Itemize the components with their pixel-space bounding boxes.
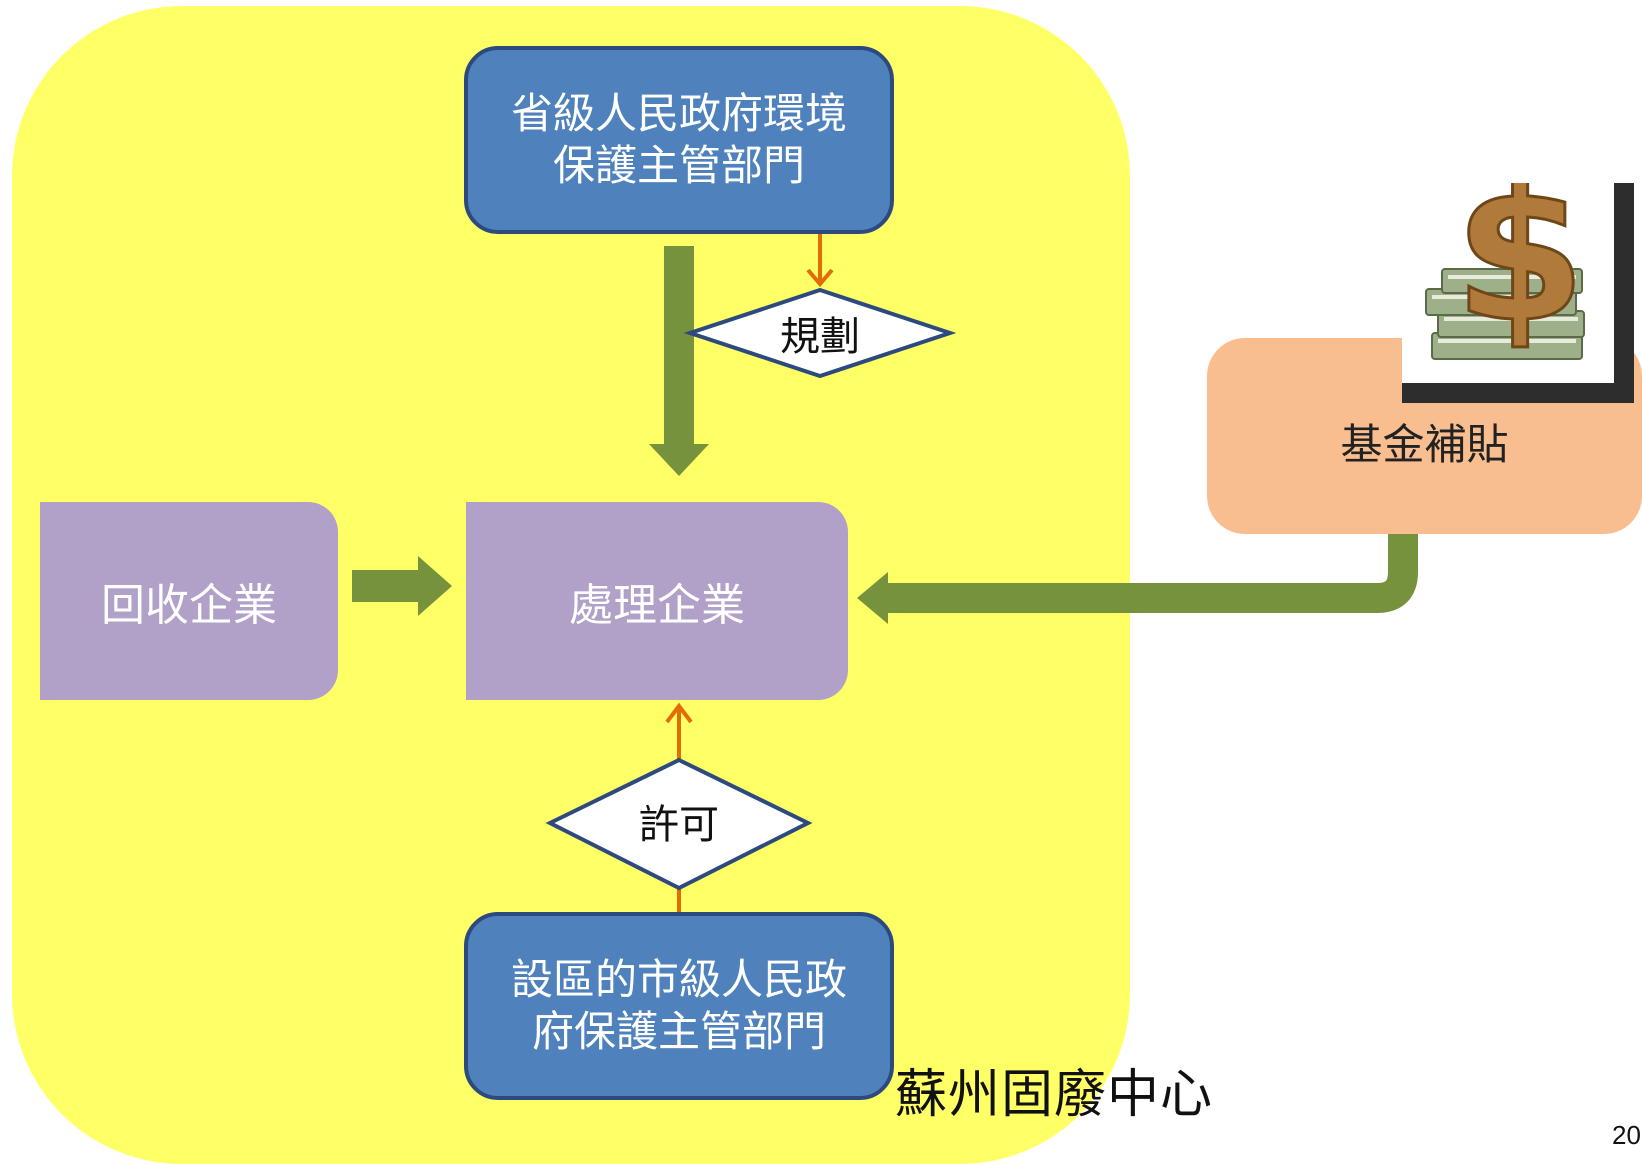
city-dept-box: 設區的市級人民政 府保護主管部門 [464, 912, 894, 1100]
dollar-money-icon: $ [1425, 142, 1588, 366]
provincial-dept-line1: 省級人民政府環境 [510, 89, 847, 138]
page-number: 20 [1612, 1120, 1641, 1150]
processing-enterprise-box: 處理企業 [466, 502, 848, 700]
city-dept-line2: 府保護主管部門 [531, 1007, 826, 1056]
permit-diamond [545, 757, 813, 891]
fund-subsidy-label: 基金補貼 [1340, 420, 1509, 469]
provincial-dept-line2: 保護主管部門 [552, 141, 805, 190]
money-image-frame: $ [1402, 142, 1634, 403]
green-arrow-down [649, 246, 709, 476]
green-arrow-right [352, 556, 452, 616]
processing-enterprise-label: 處理企業 [569, 580, 745, 631]
planning-diamond [683, 287, 957, 379]
green-arrow-from-fund [857, 532, 1418, 624]
orange-arrow-to-processing [665, 702, 693, 912]
recycling-enterprise-box: 回收企業 [40, 502, 338, 700]
orange-arrow-to-planning [806, 232, 834, 288]
permit-label: 許可 [639, 802, 719, 848]
provincial-dept-box: 省級人民政府環境 保護主管部門 [464, 46, 894, 234]
recycling-enterprise-label: 回收企業 [101, 580, 277, 631]
city-dept-line1: 設區的市級人民政 [510, 955, 847, 1004]
svg-text:$: $ [1454, 183, 1586, 364]
suzhou-center-label: 蘇州固廢中心 [895, 1065, 1214, 1125]
planning-label: 規劃 [780, 314, 860, 360]
